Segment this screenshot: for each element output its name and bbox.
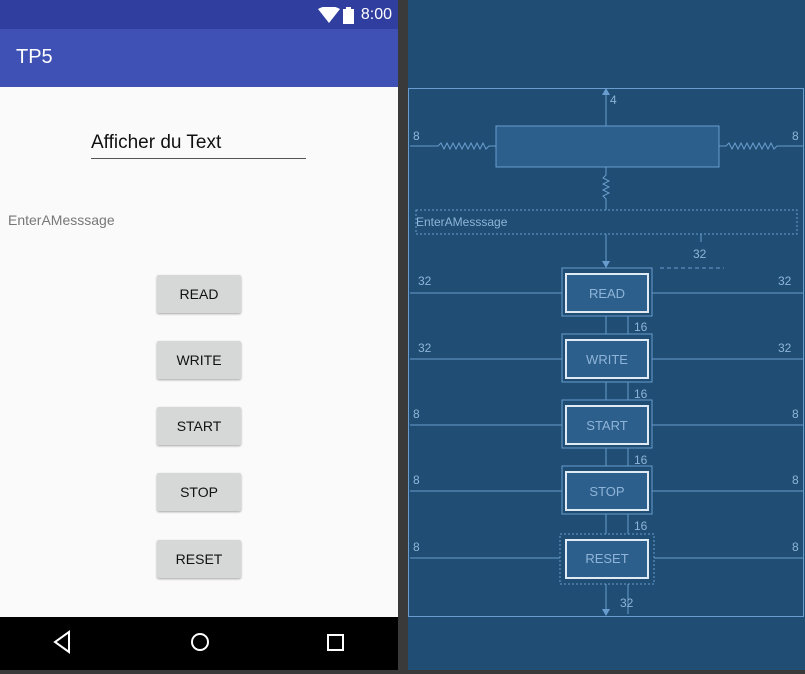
bp-hint-box: [415, 209, 798, 235]
bp-reset-label: RESET: [585, 551, 628, 566]
read-button[interactable]: READ: [157, 275, 241, 313]
bp-stop-left: 8: [413, 473, 420, 487]
bp-stop-button: STOP: [410, 465, 803, 534]
bp-gap-3: 16: [634, 453, 648, 467]
bp-reset-right: 8: [792, 540, 799, 554]
nav-bar: [0, 617, 398, 670]
write-button[interactable]: WRITE: [157, 341, 241, 379]
stop-button[interactable]: STOP: [157, 473, 241, 511]
blueprint-canvas: 4 8 8 EnterAMesssage 32 READ 32 32 16: [408, 88, 804, 617]
wifi-icon: [318, 7, 340, 23]
bp-read-top-margin: 32: [693, 247, 707, 261]
bp-hint-label: EnterAMesssage: [416, 215, 508, 229]
bp-textview-box: [495, 125, 720, 168]
home-icon[interactable]: [188, 630, 212, 654]
app-bar: TP5: [0, 29, 398, 87]
panel-divider: [398, 0, 408, 670]
bp-margin-top: 4: [610, 93, 617, 107]
blueprint-view: 4 8 8 EnterAMesssage 32 READ 32 32 16: [408, 0, 805, 670]
back-icon[interactable]: [52, 630, 72, 654]
start-button[interactable]: START: [157, 407, 241, 445]
bp-read-left: 32: [418, 274, 432, 288]
bp-margin-right: 8: [792, 129, 799, 143]
bp-start-left: 8: [413, 407, 420, 421]
bp-reset-button: RESET: [410, 533, 803, 616]
bp-gap-4: 16: [634, 519, 648, 533]
bp-margin-bottom: 32: [620, 596, 634, 610]
message-input[interactable]: EnterAMesssage: [8, 212, 115, 228]
bp-gap-2: 16: [634, 387, 648, 401]
bp-start-label: START: [586, 418, 627, 433]
bp-read-button: READ: [410, 267, 803, 334]
bp-write-button: WRITE: [410, 333, 803, 400]
display-text-field[interactable]: Afficher du Text: [91, 132, 306, 159]
bp-write-label: WRITE: [586, 352, 628, 367]
bp-stop-label: STOP: [589, 484, 624, 499]
battery-icon: [343, 7, 354, 24]
recents-icon[interactable]: [325, 630, 347, 654]
bp-start-button: START: [410, 399, 803, 466]
bp-gap-1: 16: [634, 320, 648, 334]
bp-read-right: 32: [778, 274, 792, 288]
status-time: 8:00: [360, 6, 392, 23]
bp-stop-right: 8: [792, 473, 799, 487]
status-bar: 8:00: [0, 0, 398, 29]
bp-reset-left: 8: [413, 540, 420, 554]
bp-start-right: 8: [792, 407, 799, 421]
bp-write-right: 32: [778, 341, 792, 355]
bp-margin-left: 8: [413, 129, 420, 143]
device-preview: 8:00 TP5 Afficher du Text EnterAMesssage…: [0, 0, 398, 670]
app-title: TP5: [16, 46, 53, 68]
bp-read-label: READ: [589, 286, 625, 301]
bp-write-left: 32: [418, 341, 432, 355]
reset-button[interactable]: RESET: [157, 540, 241, 578]
